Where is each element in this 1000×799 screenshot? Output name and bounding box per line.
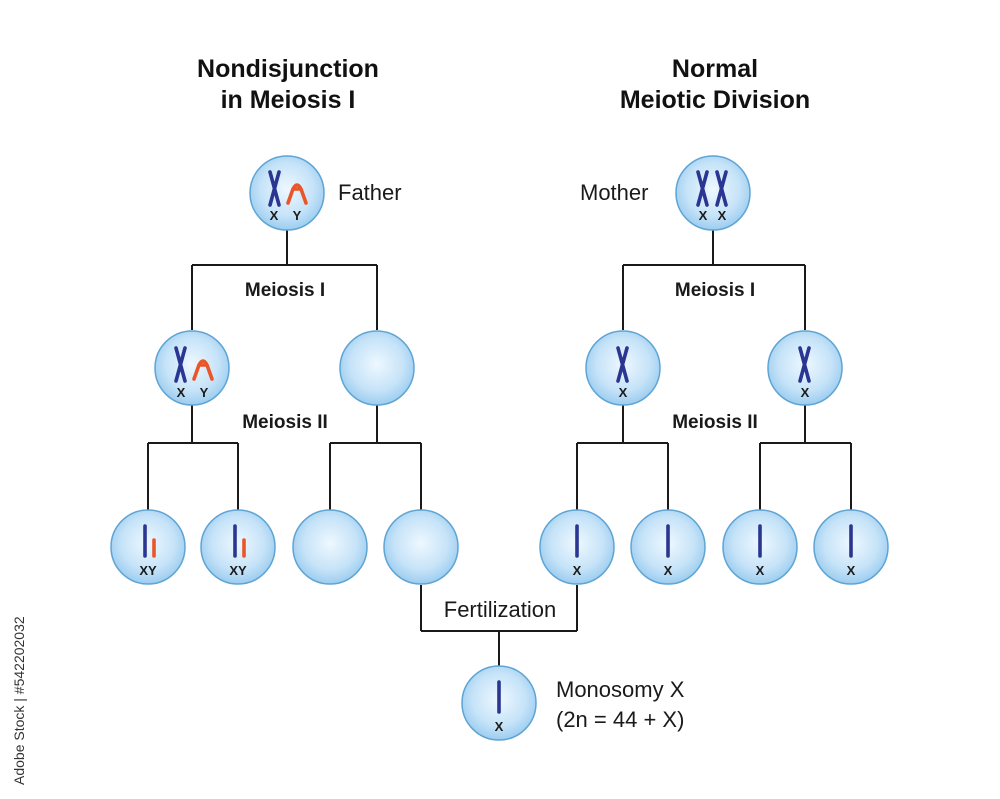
gamete-x-1: X [539,509,615,585]
gamete-label: X [573,563,582,578]
gamete-xy-1: XY [110,509,186,585]
chromosome-label: Y [200,385,209,400]
fertilization-label-bg [428,592,572,622]
x-chromosome-icon [174,346,187,383]
right-title-line1: Normal [672,55,758,83]
father-cell: X Y [249,155,325,231]
gamete-x-4: X [813,509,889,585]
gamete-empty-1 [292,509,368,585]
x-chromosome-icon [696,170,709,207]
mother-label: Mother [580,180,648,205]
stage-label-meiosis-1-left: Meiosis I [245,280,325,301]
chromosome-label: Y [293,208,302,223]
gamete-x-2: X [630,509,706,585]
chromosome-label: X [699,208,708,223]
y-chromosome-icon [192,359,214,381]
chromosome-label: X [718,208,727,223]
zygote-label: X [495,719,504,734]
gamete-empty-2 [383,509,459,585]
mother-cell: X X [675,155,751,231]
meiosis1-cell-x-b: X [767,330,843,406]
stage-label-meiosis-2-right: Meiosis II [672,412,758,433]
fertilization-label: Fertilization [444,597,556,622]
gamete-label: X [664,563,673,578]
gamete-label: XY [229,563,247,578]
gamete-xy-2: XY [200,509,276,585]
chromosome-label: X [801,385,810,400]
x-chromosome-icon [715,170,728,207]
right-title-line2: Meiotic Division [620,86,810,114]
x-chromosome-icon [798,346,811,383]
chromosome-label: X [177,385,186,400]
father-label: Father [338,180,402,205]
stage-label-meiosis-2-left: Meiosis II [242,412,328,433]
x-chromosome-icon [268,170,281,207]
y-chromosome-icon [286,183,308,205]
gamete-label: X [756,563,765,578]
left-title-line2: in Meiosis I [221,86,356,114]
stock-watermark: Adobe Stock | #542202032 [11,616,27,785]
zygote-cell: X [461,665,537,741]
gamete-label: XY [139,563,157,578]
meiosis1-cell-xy: X Y [154,330,230,406]
left-title-line1: Nondisjunction [197,55,379,83]
gamete-label: X [847,563,856,578]
meiosis1-cell-x-a: X [585,330,661,406]
chromosome-label: X [270,208,279,223]
connector-lines [147,228,852,666]
x-chromosome-icon [616,346,629,383]
chromosome-label: X [619,385,628,400]
result-line1: Monosomy X [556,677,685,702]
meiosis1-cell-empty [339,330,415,406]
gamete-x-3: X [722,509,798,585]
result-line2: (2n = 44 + X) [556,707,684,732]
stage-label-meiosis-1-right: Meiosis I [675,280,755,301]
